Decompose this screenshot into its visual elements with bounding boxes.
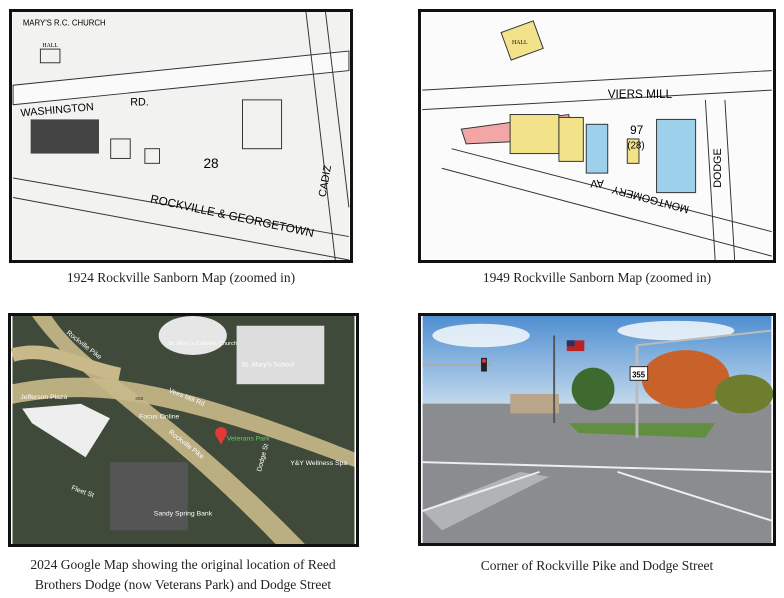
map-label: MARY'S R.C. CHURCH (23, 19, 106, 28)
map-label: HALL (42, 43, 58, 49)
sanborn-1949-map: HALL VIERS MILL MONTGOMERY AV DODGE 97 (… (418, 9, 776, 263)
map-label: CADIZ (317, 164, 334, 198)
caption-1949-map: 1949 Rockville Sanborn Map (zoomed in) (482, 270, 712, 285)
route-number: 355 (632, 370, 646, 379)
caption-street-view: Corner of Rockville Pike and Dodge Stree… (480, 558, 714, 573)
map-label: 97 (630, 124, 643, 137)
caption-line: 2024 Google Map showing the original loc… (30, 557, 336, 572)
map-label: Y&Y Wellness Spa (290, 460, 347, 467)
google-map-2024: Rockville Pike Veirs Mill Rd Rockville P… (8, 313, 359, 547)
route-shield: 355 (135, 396, 143, 402)
map-label: St. Mary's School (241, 362, 294, 369)
map-label: Veterans Park (227, 436, 270, 443)
map-label: HALL (512, 40, 528, 46)
map-label: Sandy Spring Bank (154, 511, 213, 518)
caption-1924-map: 1924 Rockville Sanborn Map (zoomed in) (66, 270, 296, 285)
map-label: (28) (627, 141, 644, 152)
map-label: VIERS MILL (608, 88, 673, 101)
map-label: Jefferson Plaza (20, 394, 67, 401)
map-label: Focus Online (139, 413, 179, 420)
caption-google-map: 2024 Google Map showing the original loc… (0, 555, 366, 595)
map-label: RD. (130, 97, 149, 109)
map-label: DODGE (712, 148, 724, 187)
sanborn-1924-map: MARY'S R.C. CHURCH HALL WASHINGTON RD. R… (9, 9, 353, 263)
map-label: St. Mary's Catholic Church (168, 341, 237, 347)
caption-line: Brothers Dodge (now Veterans Park) and D… (34, 577, 332, 592)
map-label: 28 (203, 156, 218, 171)
street-view-photo: 355 (418, 313, 776, 546)
route-355-sign: 355 (629, 366, 649, 381)
location-pin-icon (215, 427, 227, 445)
map-label: AV (589, 177, 603, 189)
